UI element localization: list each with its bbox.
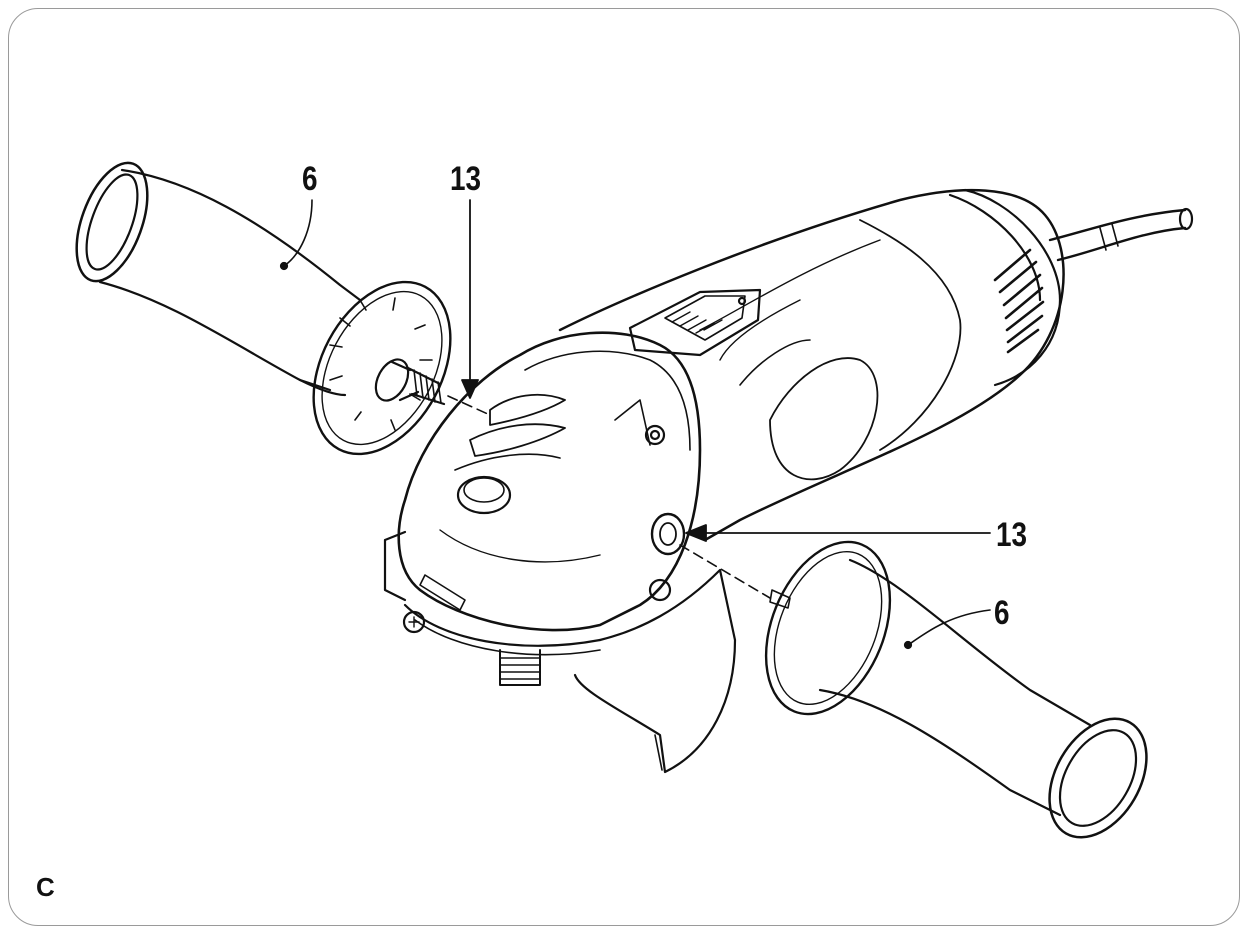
side-handle-right: [679, 540, 1148, 839]
callout-6-right-handle: 6: [994, 594, 1010, 632]
callout-13-top-hole: 13: [450, 160, 482, 198]
callout-6-left-handle: 6: [302, 160, 318, 198]
side-handle-left: [75, 161, 491, 456]
callout-leaders: [461, 199, 991, 542]
callout-13-right-hole: 13: [996, 516, 1028, 554]
switch-slider: [628, 288, 762, 357]
grinder-motor-housing: [558, 188, 1194, 542]
gear-head: [397, 331, 702, 632]
figure-frame: [8, 8, 1240, 926]
figure-letter: C: [36, 872, 55, 902]
wheel-guard: [383, 530, 737, 774]
